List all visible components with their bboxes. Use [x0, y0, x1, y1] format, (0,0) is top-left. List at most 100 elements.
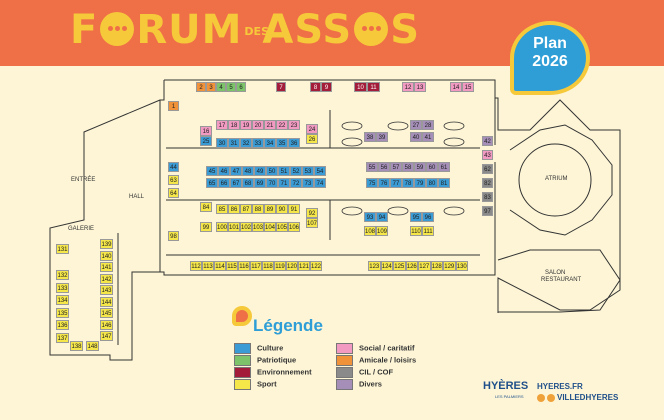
- stand-27[interactable]: 27: [410, 120, 422, 130]
- stand-143[interactable]: 143: [100, 285, 113, 295]
- stand-96[interactable]: 96: [422, 212, 434, 222]
- stand-30[interactable]: 30: [216, 138, 228, 148]
- stand-100[interactable]: 100: [216, 222, 228, 232]
- stand-113[interactable]: 113: [202, 261, 214, 271]
- stand-90[interactable]: 90: [276, 204, 288, 214]
- stand-132[interactable]: 132: [56, 270, 69, 280]
- stand-21[interactable]: 21: [264, 120, 276, 130]
- stand-54[interactable]: 54: [314, 166, 326, 176]
- stand-76[interactable]: 76: [378, 178, 390, 188]
- stand-41[interactable]: 41: [422, 132, 434, 142]
- stand-10[interactable]: 10: [354, 82, 367, 92]
- stand-40[interactable]: 40: [410, 132, 422, 142]
- stand-78[interactable]: 78: [402, 178, 414, 188]
- stand-101[interactable]: 101: [228, 222, 240, 232]
- stand-88[interactable]: 88: [252, 204, 264, 214]
- stand-145[interactable]: 145: [100, 308, 113, 318]
- stand-74[interactable]: 74: [314, 178, 326, 188]
- stand-4[interactable]: 4: [216, 82, 226, 92]
- stand-86[interactable]: 86: [228, 204, 240, 214]
- stand-124[interactable]: 124: [380, 261, 393, 271]
- stand-140[interactable]: 140: [100, 250, 113, 261]
- stand-108[interactable]: 108: [364, 226, 376, 236]
- stand-45[interactable]: 45: [206, 166, 218, 176]
- stand-3[interactable]: 3: [206, 82, 216, 92]
- stand-130[interactable]: 130: [455, 261, 468, 271]
- stand-79[interactable]: 79: [414, 178, 426, 188]
- stand-53[interactable]: 53: [302, 166, 314, 176]
- stand-71[interactable]: 71: [278, 178, 290, 188]
- stand-36[interactable]: 36: [288, 138, 300, 148]
- stand-118[interactable]: 118: [262, 261, 274, 271]
- stand-105[interactable]: 105: [276, 222, 288, 232]
- stand-127[interactable]: 127: [418, 261, 431, 271]
- stand-111[interactable]: 111: [422, 226, 434, 236]
- stand-73[interactable]: 73: [302, 178, 314, 188]
- stand-52[interactable]: 52: [290, 166, 302, 176]
- social-handle[interactable]: VILLEDHYERES: [537, 393, 618, 402]
- stand-141[interactable]: 141: [100, 262, 113, 272]
- stand-19[interactable]: 19: [240, 120, 252, 130]
- stand-104[interactable]: 104: [264, 222, 276, 232]
- stand-82[interactable]: 82: [482, 178, 493, 188]
- stand-81[interactable]: 81: [438, 178, 450, 188]
- stand-128[interactable]: 128: [430, 261, 443, 271]
- stand-46[interactable]: 46: [218, 166, 230, 176]
- stand-142[interactable]: 142: [100, 273, 113, 284]
- stand-80[interactable]: 80: [426, 178, 438, 188]
- stand-31[interactable]: 31: [228, 138, 240, 148]
- stand-114[interactable]: 114: [214, 261, 226, 271]
- stand-125[interactable]: 125: [393, 261, 406, 271]
- stand-43[interactable]: 43: [482, 150, 493, 160]
- stand-147[interactable]: 147: [100, 331, 113, 341]
- stand-16[interactable]: 16: [200, 126, 212, 136]
- stand-68[interactable]: 68: [242, 178, 254, 188]
- stand-107[interactable]: 107: [306, 218, 318, 228]
- stand-22[interactable]: 22: [276, 120, 288, 130]
- stand-138[interactable]: 138: [70, 341, 83, 351]
- stand-17[interactable]: 17: [216, 120, 228, 130]
- stand-8[interactable]: 8: [310, 82, 321, 92]
- stand-28[interactable]: 28: [422, 120, 434, 130]
- stand-13[interactable]: 13: [414, 82, 426, 92]
- stand-1[interactable]: 1: [168, 101, 179, 111]
- stand-136[interactable]: 136: [56, 320, 69, 330]
- stand-109[interactable]: 109: [376, 226, 388, 236]
- stand-9[interactable]: 9: [321, 82, 332, 92]
- stand-93[interactable]: 93: [364, 212, 376, 222]
- stand-94[interactable]: 94: [376, 212, 388, 222]
- stand-63[interactable]: 63: [168, 175, 179, 185]
- stand-123[interactable]: 123: [368, 261, 381, 271]
- stand-12[interactable]: 12: [402, 82, 414, 92]
- stand-48[interactable]: 48: [242, 166, 254, 176]
- stand-116[interactable]: 116: [238, 261, 250, 271]
- stand-131[interactable]: 131: [56, 244, 69, 254]
- stand-51[interactable]: 51: [278, 166, 290, 176]
- stand-115[interactable]: 115: [226, 261, 238, 271]
- stand-92[interactable]: 92: [306, 208, 318, 218]
- stand-85[interactable]: 85: [216, 204, 228, 214]
- stand-70[interactable]: 70: [266, 178, 278, 188]
- stand-50[interactable]: 50: [266, 166, 278, 176]
- stand-91[interactable]: 91: [288, 204, 300, 214]
- stand-103[interactable]: 103: [252, 222, 264, 232]
- stand-11[interactable]: 11: [367, 82, 380, 92]
- stand-133[interactable]: 133: [56, 282, 69, 293]
- website-link[interactable]: HYERES.FR: [537, 382, 583, 391]
- stand-65[interactable]: 65: [206, 178, 218, 188]
- stand-72[interactable]: 72: [290, 178, 302, 188]
- stand-146[interactable]: 146: [100, 319, 113, 330]
- stand-44[interactable]: 44: [168, 162, 179, 172]
- stand-98[interactable]: 98: [168, 231, 179, 241]
- stand-112[interactable]: 112: [190, 261, 202, 271]
- stand-61[interactable]: 61: [438, 162, 450, 172]
- stand-20[interactable]: 20: [252, 120, 264, 130]
- stand-49[interactable]: 49: [254, 166, 266, 176]
- stand-106[interactable]: 106: [288, 222, 300, 232]
- stand-62[interactable]: 62: [482, 164, 493, 174]
- stand-144[interactable]: 144: [100, 296, 113, 307]
- stand-57[interactable]: 57: [390, 162, 402, 172]
- stand-23[interactable]: 23: [288, 120, 300, 130]
- stand-34[interactable]: 34: [264, 138, 276, 148]
- stand-69[interactable]: 69: [254, 178, 266, 188]
